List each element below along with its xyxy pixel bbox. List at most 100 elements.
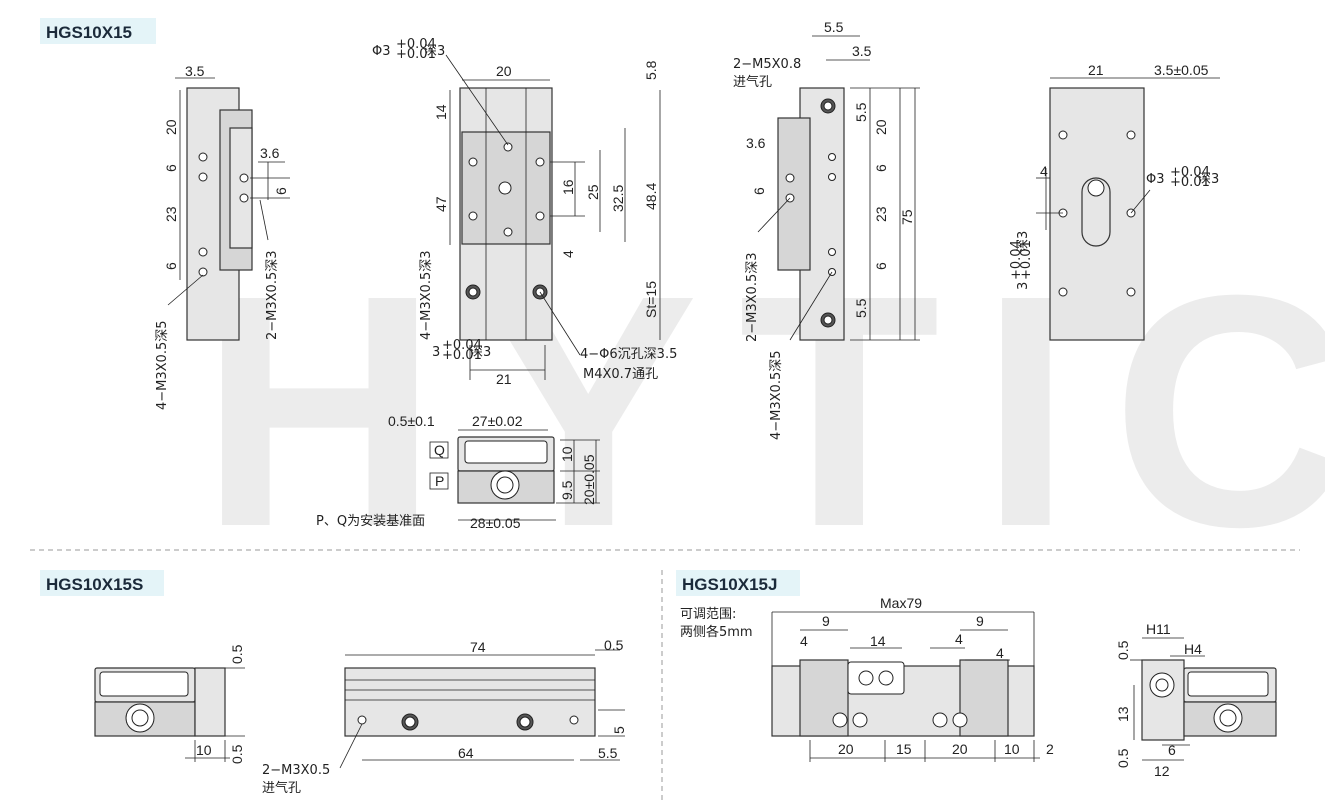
- section-title-j: HGS10X15J: [682, 575, 777, 594]
- j-dim-9b: 9: [976, 613, 984, 629]
- front-dim-9-5: 9.5: [559, 480, 575, 500]
- right-view: 5.5 3.5 2−M5X0.8 进气孔 5.5 20 6 23 6 5.5 7…: [733, 19, 920, 440]
- section-tag-main: HGS10X15: [40, 18, 156, 44]
- back-pin-tol-up: +0.04: [1170, 165, 1210, 180]
- j-dim-20a: 20: [838, 741, 854, 757]
- j-dim-2: 2: [1046, 741, 1054, 757]
- right-dim-6c: 6: [751, 187, 767, 195]
- top-dim-stroke: St=15: [643, 281, 659, 318]
- side-dim-6a: 6: [163, 164, 179, 172]
- side-dim-3-6: 3.6: [260, 145, 280, 161]
- s-port: 2−M3X0.5: [262, 763, 330, 778]
- side-dim-6c: 6: [273, 187, 289, 195]
- ref-box-q: [429, 441, 449, 459]
- s-dim-0-5a: 0.5: [229, 644, 245, 664]
- front-dim-20: 20±0.05: [581, 454, 597, 505]
- right-dim-5-5a: 5.5: [824, 19, 844, 35]
- top-pin-bottom: 3: [432, 345, 440, 360]
- side-view: 3.5 20 6 23 6 3.6 6 2−M3X0.5深3 4−M3X0.5深…: [155, 63, 290, 410]
- right-dim-75: 75: [899, 209, 915, 225]
- side-dim-23: 23: [163, 206, 179, 222]
- s-body: [344, 667, 596, 737]
- top-pin-tol-low: +0.01: [396, 47, 436, 62]
- right-label-b: 4−M3X0.5深5: [769, 350, 784, 440]
- j-dim-4a: 4: [800, 633, 808, 649]
- j-dim-h4: H4: [1184, 641, 1202, 657]
- back-dim-4: 4: [1040, 163, 1048, 179]
- right-dim-3-6: 3.6: [746, 135, 766, 151]
- back-pin-tol-low: +0.01: [1170, 175, 1210, 190]
- right-dim-23: 23: [873, 206, 889, 222]
- top-pin-bottom-tol-low: +0.01: [442, 348, 482, 363]
- j-dim-max79: Max79: [880, 595, 922, 611]
- j-dim-0-5a: 0.5: [1115, 640, 1131, 660]
- j-dim-9a: 9: [822, 613, 830, 629]
- section-title-main: HGS10X15: [46, 23, 132, 42]
- s-dim-0-5b: 0.5: [229, 744, 245, 764]
- top-pin-bottom-depth: 深3: [470, 345, 491, 360]
- s-dim-5-5: 5.5: [598, 745, 618, 761]
- front-dim-10: 10: [559, 446, 575, 462]
- front-ref-note: P、Q为安装基准面: [316, 514, 425, 529]
- j-dim-4c: 4: [996, 645, 1004, 661]
- back-pin-side-tol-low: +0.01: [1019, 240, 1034, 280]
- j-dim-12: 12: [1154, 763, 1170, 779]
- top-dim-16: 16: [560, 179, 576, 195]
- top-dim-32-5: 32.5: [610, 185, 626, 212]
- top-view: 20 5.8 14 47 16 25 32.5 48.4 4 St=15 21 …: [372, 37, 677, 387]
- side-dim-20: 20: [163, 119, 179, 135]
- right-dim-5-5c: 5.5: [853, 298, 869, 318]
- right-label-a: 2−M3X0.5深3: [745, 252, 760, 342]
- side-dim-3-5: 3.5: [185, 63, 205, 79]
- right-dim-6b: 6: [873, 262, 889, 270]
- j-dim-10: 10: [1004, 741, 1020, 757]
- s-dim-5: 5: [611, 726, 627, 734]
- right-dim-20: 20: [873, 119, 889, 135]
- front-box-p: P: [435, 473, 444, 489]
- back-pin-main: Φ3: [1146, 172, 1165, 187]
- front-dim-28: 28±0.05: [470, 515, 521, 531]
- side-dim-6b: 6: [163, 262, 179, 270]
- right-dim-6a: 6: [873, 164, 889, 172]
- j-dim-14: 14: [870, 633, 886, 649]
- back-pin-depth: 深3: [1198, 172, 1219, 187]
- side-label-port: 2−M3X0.5深3: [265, 250, 280, 340]
- back-slot: [1081, 177, 1111, 247]
- j-adjust2: 两侧各5mm: [680, 624, 753, 640]
- j-end-block: [1141, 659, 1185, 741]
- right-port: 2−M5X0.8: [733, 57, 801, 72]
- top-dim-25: 25: [585, 184, 601, 200]
- ref-box-p: [429, 472, 449, 490]
- front-view: Q P 0.5±0.1 27±0.02 10 20±0.05 9.5 28±0.…: [316, 413, 600, 531]
- top-pin-main: Φ3: [372, 44, 391, 59]
- j-dim-4b: 4: [955, 631, 963, 647]
- top-dim-21: 21: [496, 371, 512, 387]
- back-pin-side-depth: 深3: [1016, 231, 1031, 252]
- front-dim-27: 27±0.02: [472, 413, 523, 429]
- right-dim-3-5: 3.5: [852, 43, 872, 59]
- top-pin-bottom-tol-up: +0.04: [442, 338, 482, 353]
- top-dim-14: 14: [433, 104, 449, 120]
- j-dim-13: 13: [1115, 706, 1131, 722]
- j-dim-20b: 20: [952, 741, 968, 757]
- j-dim-15: 15: [896, 741, 912, 757]
- side-label-holes: 4−M3X0.5深5: [155, 320, 170, 410]
- right-dim-5-5b: 5.5: [853, 102, 869, 122]
- front-box-q: Q: [434, 442, 445, 458]
- s-dim-74: 74: [470, 639, 486, 655]
- back-dim-21: 21: [1088, 62, 1104, 78]
- top-dim-48-4: 48.4: [643, 183, 659, 210]
- back-pin-side: 3: [1016, 282, 1031, 290]
- right-port2: 进气孔: [733, 74, 772, 90]
- back-dim-3-5: 3.5±0.05: [1154, 62, 1209, 78]
- j-dim-h11: H11: [1146, 621, 1171, 637]
- top-through: M4X0.7通孔: [583, 367, 658, 382]
- s-dim-10: 10: [196, 742, 212, 758]
- j-side-view: 可调范围: 两侧各5mm Max79 9 4 14 4 9 4 20 15 20…: [680, 595, 1054, 762]
- j-dim-0-5b: 0.5: [1115, 748, 1131, 768]
- top-label-left: 4−M3X0.5深3: [419, 250, 434, 340]
- j-adjust1: 可调范围:: [680, 607, 736, 622]
- section-title-s: HGS10X15S: [46, 575, 143, 594]
- j-end-view: H11 H4 0.5 13 0.5 6 12: [1115, 621, 1277, 779]
